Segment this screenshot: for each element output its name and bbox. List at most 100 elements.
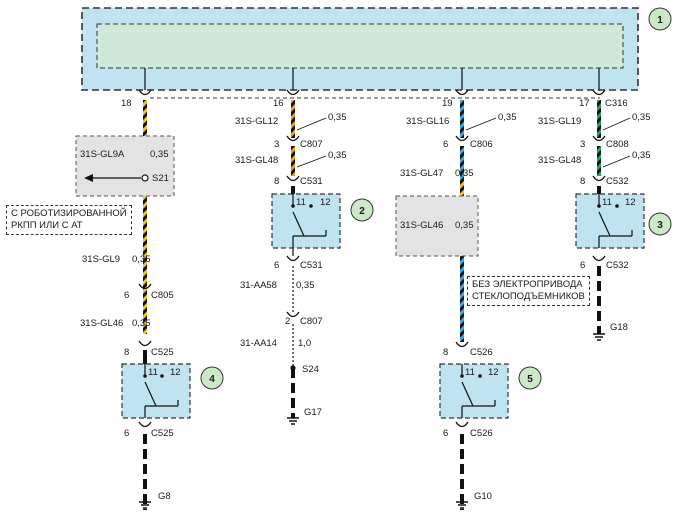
pin-label: 17 <box>579 98 590 109</box>
connector-mark <box>592 255 606 262</box>
svg-text:12: 12 <box>625 197 636 208</box>
ground-icon <box>593 333 605 341</box>
wire-label: 31S-GL47 <box>400 168 443 179</box>
pin-label: 6 <box>274 260 279 271</box>
leader-line <box>296 117 327 131</box>
column-2: 16 31S-GL12 0,35 3 C807 31S-GL48 0,35 8 … <box>235 89 374 425</box>
connector-label: C807 <box>300 139 323 150</box>
wire-label: 31S-GL46 <box>400 220 443 231</box>
wire-blue-black <box>460 146 464 180</box>
wire-label: 31S-GL12 <box>235 116 278 127</box>
wire-green-black <box>597 146 601 176</box>
wire-label: 31S-GL9A <box>80 149 125 160</box>
note-line: БЕЗ ЭЛЕКТРОПРИВОДА <box>472 279 583 290</box>
splice-label: S24 <box>302 364 319 375</box>
wire-green-black <box>597 100 601 138</box>
wire-orange-black <box>291 146 295 176</box>
connector-mark <box>138 421 152 428</box>
connector-mark <box>138 89 152 96</box>
pin-label: 6 <box>124 290 129 301</box>
wire-size: 0,35 <box>150 149 169 160</box>
wire-blue-black <box>460 250 464 342</box>
svg-text:11: 11 <box>148 367 158 378</box>
connector-mark <box>286 175 300 182</box>
splice-dot <box>290 365 296 371</box>
pin-label: 6 <box>443 139 448 150</box>
note-line: СТЕКЛОПОДЪЕМНИКОВ <box>472 291 585 302</box>
wire-yellow-black <box>143 100 147 334</box>
connector-label: C532 <box>606 176 629 187</box>
svg-text:11: 11 <box>602 197 612 208</box>
wire-size: 0,35 <box>632 150 651 161</box>
ground-icon <box>287 417 299 425</box>
connector-mark <box>592 135 606 142</box>
note-line: С РОБОТИЗИРОВАННОЙ <box>11 208 127 219</box>
branch-arrow-icon <box>84 174 93 182</box>
pin-label: 8 <box>274 176 279 187</box>
pin-label: 8 <box>443 347 448 358</box>
connector-mark <box>286 89 300 96</box>
ground-label: G10 <box>474 491 492 502</box>
leader-line <box>602 117 631 131</box>
leader-line <box>602 155 631 168</box>
connector-label: C532 <box>606 260 629 271</box>
pin-label: 6 <box>443 428 448 439</box>
wire-size: 0,35 <box>328 150 347 161</box>
ground-label: G17 <box>304 407 322 418</box>
wire-size: 0,35 <box>455 168 474 179</box>
wire-size: 0,35 <box>132 254 151 265</box>
connector-label: C316 <box>605 98 628 109</box>
wire-black <box>143 350 147 364</box>
column-4: 17 C316 31S-GL19 0,35 3 C808 31S-GL48 0,… <box>538 89 672 341</box>
svg-text:4: 4 <box>209 374 215 385</box>
connector-mark <box>592 89 606 96</box>
pin-label: 2 <box>285 316 290 327</box>
pin-label: 3 <box>580 139 585 150</box>
callout-3: 3 <box>648 212 672 236</box>
svg-text:2: 2 <box>359 206 365 217</box>
switch-5: 11 12 <box>439 363 509 419</box>
connector-label: C525 <box>151 347 174 358</box>
wire-label: 31S-GL48 <box>235 155 278 166</box>
wire-blue-black <box>460 100 464 138</box>
switch-4: 11 12 <box>121 363 191 419</box>
module-stubs <box>144 68 600 90</box>
leader-line <box>296 155 327 168</box>
pin-label: 18 <box>121 98 132 109</box>
callout-5: 5 <box>518 366 542 390</box>
connector-mark <box>455 341 469 348</box>
connector-label: C806 <box>470 139 493 150</box>
wire-orange-black <box>291 100 295 138</box>
connector-mark <box>592 175 606 182</box>
note-line: РКПП ИЛИ С АТ <box>11 220 83 231</box>
connector-label: C526 <box>470 428 493 439</box>
svg-text:11: 11 <box>465 367 475 378</box>
wire-size: 0,35 <box>455 220 474 231</box>
connector-label: C807 <box>300 316 323 327</box>
wire-label: 31S-GL9 <box>82 254 120 265</box>
wire-label: 31S-GL46 <box>80 318 123 329</box>
leader-line <box>465 117 497 131</box>
connector-label: C526 <box>470 347 493 358</box>
variant-box <box>395 195 479 257</box>
pin-label: 6 <box>580 260 585 271</box>
note-robotized-gearbox: С РОБОТИЗИРОВАННОЙ РКПП ИЛИ С АТ <box>6 205 132 235</box>
svg-text:12: 12 <box>170 367 181 378</box>
connector-mark <box>286 311 300 318</box>
ground-label: G8 <box>158 491 171 502</box>
pin-label: 8 <box>580 176 585 187</box>
pin-label: 19 <box>442 98 453 109</box>
wire-label: 31-AA14 <box>240 338 277 349</box>
connector-mark <box>138 283 152 290</box>
connector-label: C525 <box>151 428 174 439</box>
callout-1: 1 <box>648 7 672 31</box>
pin-label: 8 <box>124 347 129 358</box>
connector-label: C531 <box>300 260 323 271</box>
splice-dot <box>141 174 149 182</box>
wire-size: 0,35 <box>632 112 651 123</box>
splice-label: S21 <box>152 173 169 184</box>
wire-size: 0,35 <box>328 112 347 123</box>
svg-text:12: 12 <box>320 197 331 208</box>
pin-label: 6 <box>124 428 129 439</box>
